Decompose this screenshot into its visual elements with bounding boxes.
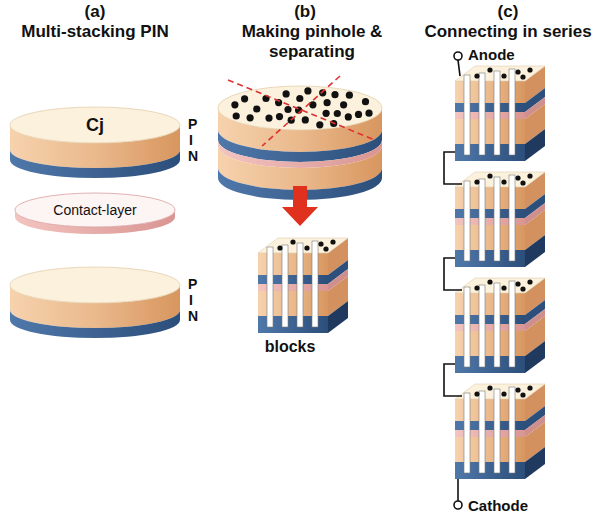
terminal-label: Cathode <box>468 497 528 514</box>
pinhole-dot <box>296 95 303 102</box>
pinhole-dot <box>346 92 353 99</box>
pinhole-dot <box>284 106 291 113</box>
cathode-lead <box>457 479 459 501</box>
pinhole-dot <box>331 91 338 98</box>
pinhole-dot <box>334 110 341 117</box>
layer-letter: P <box>188 276 197 292</box>
node-text: Cj <box>86 115 104 136</box>
pinhole-dot <box>283 90 290 97</box>
cut-line <box>262 76 340 146</box>
pinhole-dot <box>247 114 254 121</box>
panel-title: Making pinhole & separating <box>237 22 387 61</box>
disk-band <box>218 146 382 190</box>
block <box>455 278 545 373</box>
block <box>455 384 545 479</box>
panel-letter: (a) <box>85 2 106 22</box>
disk-band <box>10 150 180 178</box>
pinhole-dot <box>231 101 238 108</box>
disk-top-face: Cj <box>10 107 180 143</box>
block <box>455 66 545 161</box>
pinhole-dot <box>233 112 240 119</box>
panel-title: Connecting in series <box>424 22 591 42</box>
pinhole-dot <box>340 101 347 108</box>
part-label: blocks <box>265 338 316 356</box>
pinhole-dot <box>304 87 311 94</box>
panel-title: Multi-stacking PIN <box>21 22 168 42</box>
cathode-terminal <box>454 501 462 509</box>
block <box>258 238 348 333</box>
pinhole-dot <box>265 115 272 122</box>
pinhole-dot <box>241 95 248 102</box>
disk-face <box>10 267 180 303</box>
pinhole-dots <box>231 87 372 128</box>
pinhole-dot <box>323 110 330 117</box>
layer-letter: I <box>189 292 193 308</box>
arrow-head <box>282 207 318 226</box>
anode-lead <box>458 60 460 76</box>
pinhole-dot <box>316 121 323 128</box>
pinhole-dot <box>365 110 372 117</box>
panel-letter: (c) <box>498 2 519 22</box>
contact-layer-disk: Contact-layer <box>15 193 175 227</box>
layer-letter: N <box>188 148 198 164</box>
layer-letter: P <box>188 116 197 132</box>
node-text: Contact-layer <box>53 202 136 218</box>
series-wire <box>444 152 462 184</box>
pinhole-dot <box>324 99 331 106</box>
pinhole-dot <box>309 101 316 108</box>
terminal-label: Anode <box>468 46 515 63</box>
pinhole-dot <box>345 113 352 120</box>
layer-letter: I <box>189 132 193 148</box>
disk-band <box>10 310 180 338</box>
pin-disks <box>10 108 382 338</box>
pinhole-dot <box>355 111 362 118</box>
pinhole-dot <box>253 105 260 112</box>
anode-terminal <box>454 52 462 60</box>
disk-face <box>218 86 382 130</box>
series-wire <box>444 258 462 290</box>
pinhole-dot <box>276 113 283 120</box>
layer-letter: N <box>188 308 198 324</box>
block <box>455 172 545 267</box>
panel-letter: (b) <box>294 2 316 22</box>
pinhole-dot <box>302 116 309 123</box>
pinhole-dot <box>362 98 369 105</box>
arrow-shaft <box>293 186 307 208</box>
series-wire <box>444 364 462 396</box>
